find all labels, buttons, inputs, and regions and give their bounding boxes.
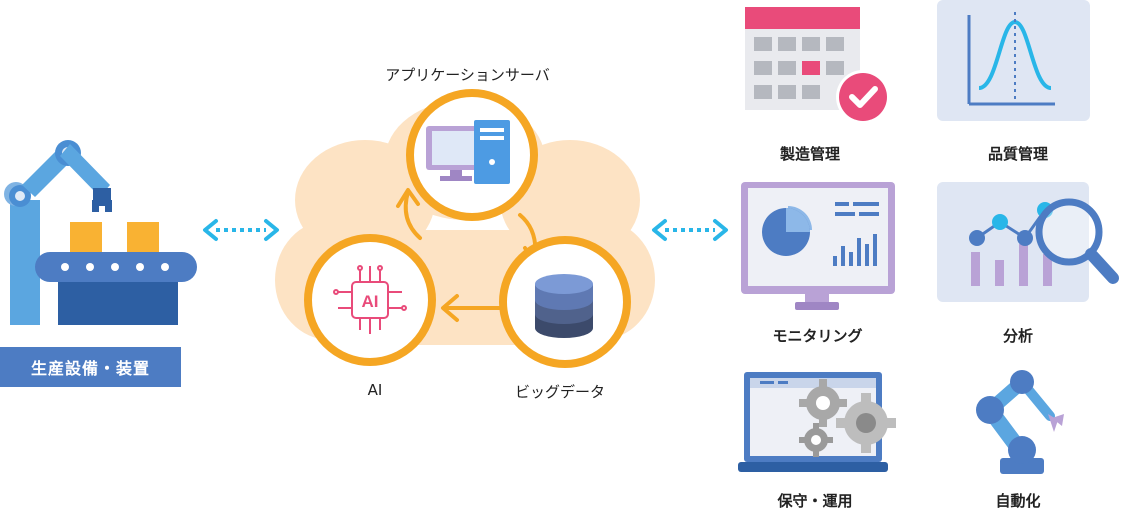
bell-curve-chart-icon (937, 0, 1090, 121)
left-connection-arrow-icon (203, 219, 279, 241)
robot-arm-icon (976, 370, 1064, 474)
production-management-label: 製造管理 (779, 145, 840, 163)
calendar-check-icon (745, 7, 890, 124)
analysis-label: 分析 (1002, 327, 1033, 345)
application-server-label: アプリケーションサーバ (385, 66, 550, 84)
right-connection-arrow-icon (652, 219, 728, 241)
database-icon (535, 274, 593, 338)
maintenance-operation-label: 保守・運用 (777, 492, 853, 510)
server-computer-icon (426, 120, 510, 184)
ai-label: AI (367, 381, 383, 399)
analysis-magnifier-icon (937, 182, 1119, 302)
big-data-label: ビッグデータ (514, 383, 605, 401)
ai-chip-text: AI (362, 292, 379, 311)
production-equipment-label: 生産設備・装置 (0, 347, 181, 387)
maintenance-gears-icon (738, 372, 896, 472)
ai-chip-icon: AI (333, 265, 407, 334)
quality-management-label: 品質管理 (987, 145, 1048, 163)
monitoring-screen-icon (741, 182, 895, 310)
monitoring-label: モニタリング (772, 327, 863, 345)
automation-label: 自動化 (995, 492, 1041, 510)
production-equipment-illustration (4, 140, 197, 325)
